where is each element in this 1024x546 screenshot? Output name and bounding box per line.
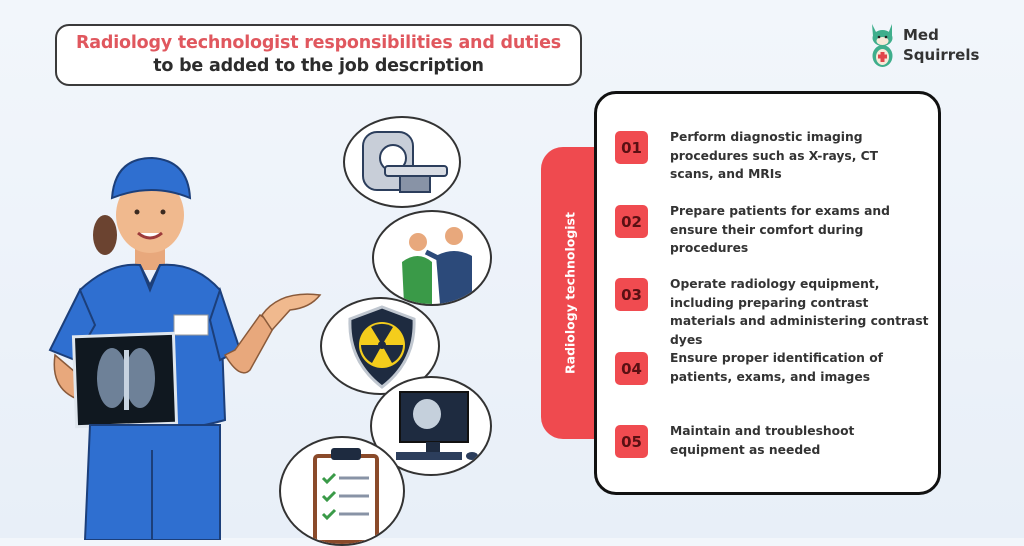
- title-subheading: to be added to the job description: [153, 56, 484, 76]
- item-text: Maintain and troubleshoot equipment as n…: [670, 424, 855, 457]
- item-number-badge: 05: [615, 425, 648, 458]
- ct-scanner-icon: [343, 116, 461, 208]
- logo-text: Med Squirrels: [903, 25, 979, 65]
- list-item: 03 Operate radiology equipment, includin…: [615, 277, 930, 349]
- title-box: Radiology technologist responsibilities …: [55, 24, 582, 86]
- item-number-badge: 01: [615, 131, 648, 164]
- logo: Med Squirrels: [868, 22, 988, 72]
- patient-exam-icon: [372, 210, 492, 306]
- item-text: Prepare patients for exams and ensure th…: [670, 204, 890, 255]
- item-text: Ensure proper identification of patients…: [670, 351, 883, 384]
- title-heading: Radiology technologist responsibilities …: [76, 33, 561, 53]
- side-tab: Radiology technologist: [541, 147, 599, 439]
- squirrel-mascot-icon: [872, 24, 893, 67]
- list-item: 05 Maintain and troubleshoot equipment a…: [615, 424, 860, 459]
- responsibilities-card: 01 Perform diagnostic imaging procedures…: [594, 91, 941, 495]
- item-text: Operate radiology equipment, including p…: [670, 277, 929, 347]
- list-item: 04 Ensure proper identification of patie…: [615, 351, 910, 386]
- list-item: 02 Prepare patients for exams and ensure…: [615, 204, 910, 258]
- side-tab-label: Radiology technologist: [562, 212, 578, 374]
- item-text: Perform diagnostic imaging procedures su…: [670, 130, 879, 181]
- item-number-badge: 02: [615, 205, 648, 238]
- radiology-technologist-illustration: [48, 156, 322, 540]
- logo-line1: Med: [903, 26, 939, 44]
- checklist-clipboard-icon: [279, 436, 405, 546]
- list-item: 01 Perform diagnostic imaging procedures…: [615, 130, 910, 184]
- item-number-badge: 04: [615, 352, 648, 385]
- item-number-badge: 03: [615, 278, 648, 311]
- logo-line2: Squirrels: [903, 46, 980, 64]
